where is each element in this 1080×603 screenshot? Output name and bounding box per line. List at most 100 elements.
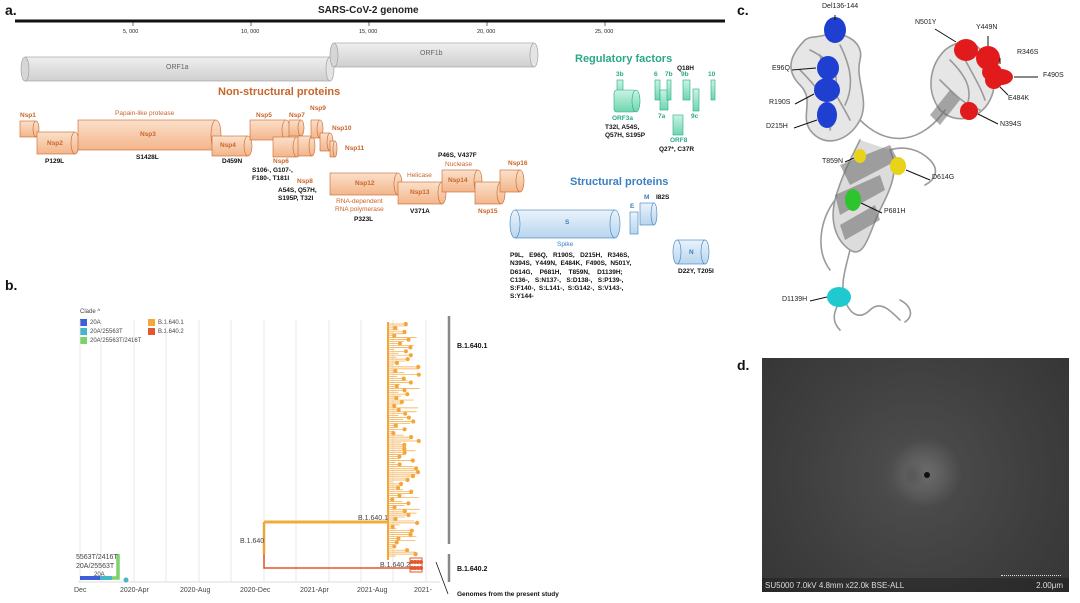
tree-tip: [396, 536, 401, 541]
nsp6-mutation: S106-, G107-, F180-, T181I: [252, 167, 293, 182]
m-label: M: [644, 194, 650, 201]
tree-tip: [392, 505, 397, 510]
nuclease-label: Nuclease: [445, 161, 473, 168]
genome-tick-4: 20, 000: [477, 29, 496, 35]
legend-title[interactable]: Clade ^: [80, 309, 101, 315]
tree-tip: [403, 321, 408, 327]
sphere-d614g: [890, 157, 906, 175]
label-d614g: D614G: [932, 174, 955, 181]
orf8-label: ORF8: [670, 137, 688, 144]
tree-tip: [393, 423, 398, 428]
sphere-t859n: [854, 149, 866, 163]
node-root-2: 20A/25563T: [76, 563, 115, 570]
nsp1-label: Nsp1: [20, 112, 36, 119]
sem-scale-label: 2.00μm: [1036, 581, 1063, 590]
tree-tip: [410, 458, 415, 463]
tree-tip: [405, 357, 410, 362]
sphere-n394s: [960, 102, 978, 120]
tree-tip: [408, 435, 414, 440]
orf6-label: 6: [654, 71, 658, 78]
label-p681h: P681H: [884, 208, 906, 215]
label-e96q: E96Q: [772, 65, 790, 72]
tree-tip: [402, 446, 407, 451]
rdrp-label: RNA-dependent RNA polymerase: [335, 198, 384, 213]
panel-c-label: c.: [737, 2, 749, 18]
orf1a-cylinder: [20, 56, 335, 82]
sphere-d215h: [817, 102, 837, 128]
tree-tip: [416, 372, 421, 377]
genome-tick-3: 15, 000: [359, 29, 378, 35]
sem-caption: SU5000 7.0kV 4.8mm x22.0k BSE-ALL: [765, 581, 905, 590]
tree-tip: [392, 544, 397, 549]
nsp3-mutation: S1428L: [136, 154, 159, 161]
n-cylinder: [672, 239, 710, 265]
tree-tip: [401, 376, 406, 381]
xtick-3: 2020-Aug: [180, 587, 211, 594]
tree-tip: [403, 411, 408, 416]
orf1a-label: ORF1a: [166, 64, 189, 71]
node-b16401: B.1.640.1: [358, 515, 388, 522]
helicase-label: Helicase: [407, 172, 432, 179]
genome-tick-2: 10, 000: [241, 29, 260, 35]
label-d1139h: D1139H: [782, 296, 808, 303]
sphere-d1139h: [827, 287, 851, 307]
nsp6-cylinder: [272, 136, 302, 158]
tree-tip: [408, 345, 413, 350]
label-y449n: Y449N: [976, 24, 998, 31]
orf3b-label: 3b: [616, 71, 624, 78]
tree-tip: [415, 470, 421, 475]
orf8-cylinder: [672, 114, 684, 136]
sphere-del136-144: [824, 17, 846, 43]
spike-name-label: Spike: [557, 241, 574, 248]
tree-tip: [408, 380, 413, 385]
tree-tip: [413, 466, 419, 471]
legend-20a-25563t: 20A/25563T: [80, 328, 123, 335]
n-mutation: D22Y, T205I: [678, 268, 714, 275]
sem-scale-ticks: [1001, 575, 1061, 579]
spike-mutations: P9L, E96Q, R190S, D215H, R346S, N394S, Y…: [510, 252, 632, 301]
genome-tick-5: 25, 000: [595, 29, 614, 35]
sem-micrograph: SU5000 7.0kV 4.8mm x22.0k BSE-ALL 2.00μm: [762, 358, 1069, 592]
orf6-cylinder: [654, 79, 661, 101]
spike-cylinder: [509, 209, 621, 239]
xtick-2: 2020-Apr: [120, 587, 149, 594]
tree-tip: [411, 419, 416, 424]
orf7b-label: 7b: [665, 71, 673, 78]
tree-tip: [416, 438, 421, 444]
tree-tip-b16402: [416, 566, 420, 570]
present-study-label: Genomes from the present study: [457, 591, 559, 598]
orf1b-label: ORF1b: [420, 50, 443, 57]
label-t859n: T859N: [822, 158, 844, 165]
tree-tip: [409, 528, 414, 533]
tree-tip: [403, 349, 409, 354]
tree-tip-b16402: [419, 566, 423, 570]
e-label: E: [630, 203, 635, 210]
nsp14-label: Nsp14: [448, 177, 468, 184]
nsp2-cylinder: [36, 131, 80, 155]
nsp2-mutation: P129L: [45, 158, 65, 165]
tree-tip: [397, 341, 403, 346]
nsp4-label: Nsp4: [220, 142, 236, 149]
bracket-b16401: B.1.640.1: [457, 343, 488, 350]
sphere-p681h: [845, 189, 861, 211]
label-f490s: F490S: [1043, 72, 1064, 79]
xtick-6: 2021-Aug: [357, 587, 388, 594]
tree-tip-b16402: [413, 560, 417, 564]
orf10-label: 10: [708, 71, 716, 78]
nsp13-label: Nsp13: [410, 189, 430, 196]
tree-tip: [409, 489, 414, 494]
tree-tip-root: [123, 577, 129, 583]
nsp2-label: Nsp2: [47, 140, 63, 147]
tree-tip-b16402: [416, 560, 420, 564]
q18h-mutation: Q18H: [677, 65, 694, 72]
tree-tip: [393, 368, 398, 373]
node-root-3: 20A: [94, 572, 105, 578]
nsp10-label: Nsp10: [332, 125, 352, 132]
tree-tip: [408, 353, 413, 358]
orf9c-label: 9c: [691, 113, 699, 120]
orf9b-cylinder: [682, 79, 691, 101]
orf9b-label: 9b: [681, 71, 689, 78]
orf1b-cylinder: [329, 42, 539, 68]
genome-tick-1: 5, 000: [123, 29, 139, 35]
bracket-b16402: B.1.640.2: [457, 566, 488, 573]
